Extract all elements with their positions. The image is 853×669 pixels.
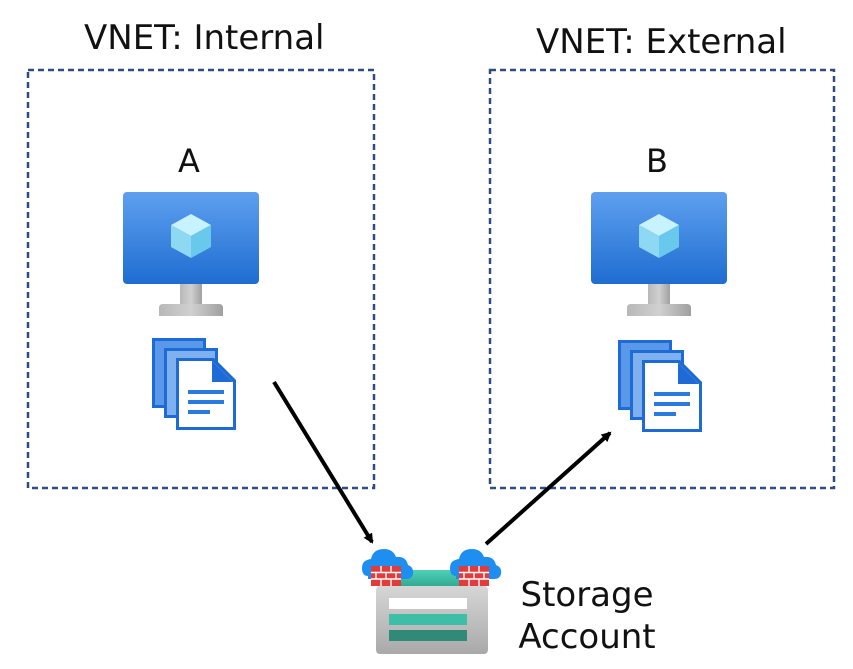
vm-a-monitor-icon xyxy=(123,192,259,316)
arrow-a-to-storage xyxy=(272,380,374,544)
vm-b-files-icon xyxy=(618,340,702,432)
storage-account-label: Storage Account xyxy=(512,574,662,658)
vnet-internal-title: VNET: Internal xyxy=(84,18,325,58)
vm-b-label: B xyxy=(646,142,668,180)
vm-a-label: A xyxy=(178,142,200,180)
vnet-external-title: VNET: External xyxy=(536,22,787,62)
vm-a-files-icon xyxy=(152,338,236,430)
storage-label-line1: Storage xyxy=(520,575,654,615)
vnet-external-boundary xyxy=(488,68,836,490)
vm-b-monitor-icon xyxy=(591,192,727,316)
vnet-internal-boundary xyxy=(26,68,376,490)
storage-label-line2: Account xyxy=(518,617,656,657)
arrow-storage-to-b xyxy=(484,431,612,546)
